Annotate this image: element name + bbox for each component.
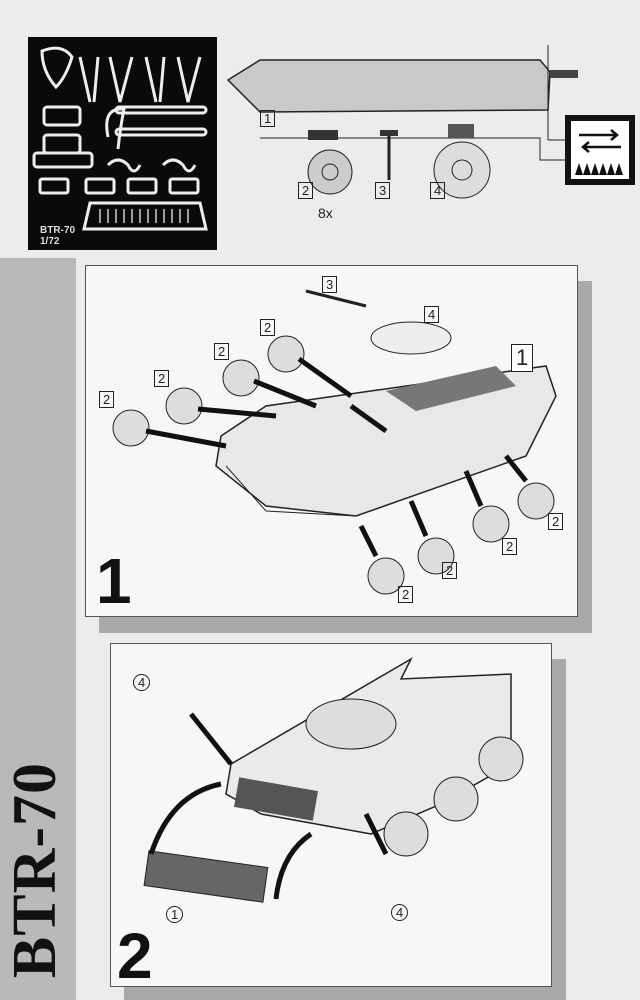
callout-wheel: 2 (154, 370, 170, 387)
callout-part-3: 3 (322, 276, 338, 293)
callout-wheel: 2 (548, 513, 564, 530)
fret-parts-drawing (32, 46, 208, 231)
callout-part-1: 1 (166, 906, 184, 923)
wheel-count: 8x (318, 205, 333, 221)
callout-wheel: 2 (99, 391, 115, 408)
callout-4: 4 (430, 182, 446, 199)
swap-arrows-icon (565, 115, 635, 185)
callout-1: 1 (260, 110, 276, 127)
callout-wheel: 2 (398, 586, 414, 603)
callout-wheel: 2 (502, 538, 518, 555)
callout-wheel: 2 (260, 319, 276, 336)
step-1-panel: 1 2 2 2 2 2 2 2 2 3 4 1 (85, 265, 578, 617)
step-2-drawing (143, 657, 524, 903)
callout-part-4: 4 (391, 904, 409, 921)
callout-part-4: 4 (424, 306, 440, 323)
callout-part-1: 1 (511, 344, 534, 372)
callout-part-4: 4 (133, 674, 151, 691)
side-strip (0, 258, 76, 1000)
callout-wheel: 2 (214, 343, 230, 360)
step-number: 1 (96, 545, 132, 617)
callout-2: 2 (298, 182, 314, 199)
step-2-panel: 4 4 1 2 (110, 643, 552, 992)
step-number: 2 (117, 920, 153, 992)
document-title: BTR-70 (1, 761, 69, 979)
overview-diagram: 1 2 3 4 8x (220, 40, 640, 230)
callout-3: 3 (375, 182, 391, 199)
step-1-drawing (112, 289, 557, 595)
saw-cut-icon (575, 163, 623, 175)
callout-wheel: 2 (442, 562, 458, 579)
